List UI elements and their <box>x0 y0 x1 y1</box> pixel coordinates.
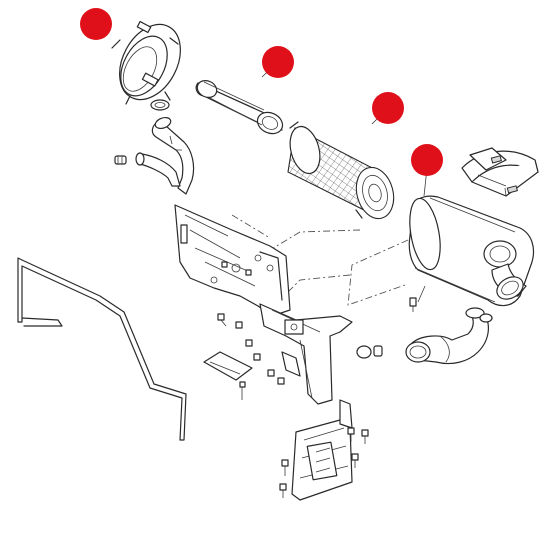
outer-mesh-filter <box>287 121 395 220</box>
callout-marker-4[interactable] <box>411 144 443 176</box>
main-mounting-bracket <box>174 204 291 317</box>
base-bolts <box>279 427 369 498</box>
callout-marker-2[interactable] <box>262 46 294 78</box>
callout-marker-3[interactable] <box>372 92 404 124</box>
housing-bolt <box>409 297 417 312</box>
air-cleaner-housing <box>408 195 535 307</box>
callout-markers <box>80 8 443 176</box>
base-bracket <box>291 399 353 501</box>
heat-shield-strap <box>461 147 539 197</box>
clamp-ring-small <box>150 99 170 111</box>
elbow-clamp <box>356 313 493 359</box>
outlet-elbow-hose <box>405 307 489 365</box>
intake-hose <box>135 116 195 195</box>
frame-rod <box>17 257 187 441</box>
intake-ring-cover <box>111 20 181 105</box>
hose-clamp <box>114 155 127 165</box>
inner-filter-cartridge <box>195 80 284 135</box>
bracket-bolts <box>217 261 285 400</box>
mounting-plate <box>203 351 253 381</box>
callout-marker-1[interactable] <box>80 8 112 40</box>
lower-support-bracket <box>259 303 353 405</box>
